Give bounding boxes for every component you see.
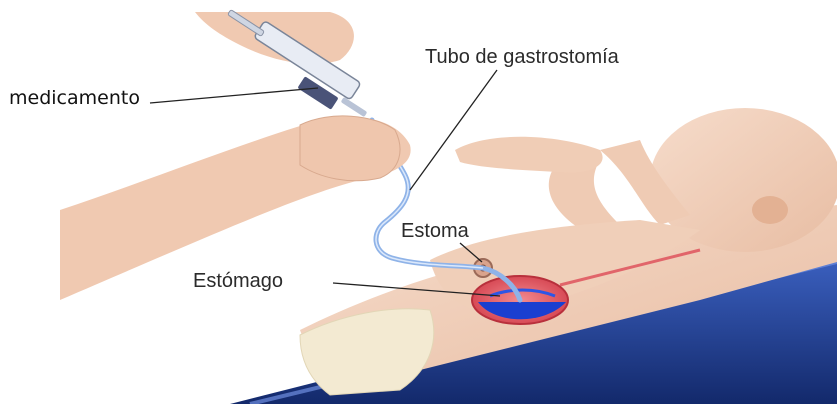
baby-hands xyxy=(455,137,603,173)
label-stoma: Estoma xyxy=(401,221,469,241)
leader-medicamento xyxy=(150,88,318,103)
caregiver-lower-hand xyxy=(300,116,400,181)
label-stomach: Estómago xyxy=(193,271,283,291)
baby-ear xyxy=(752,196,788,224)
label-gastrostomy-tube: Tubo de gastrostomía xyxy=(425,47,619,67)
leader-tubo xyxy=(410,70,497,190)
label-medicamento: medicamento xyxy=(9,89,140,108)
